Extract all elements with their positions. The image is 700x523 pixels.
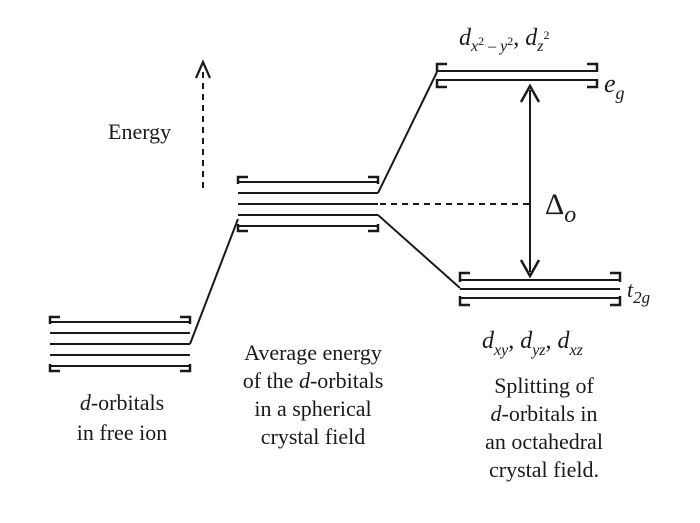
caption-line: in a spherical — [254, 396, 371, 421]
caption-line: Average energy — [244, 340, 382, 365]
connector-line — [377, 214, 461, 289]
bracket-corner — [180, 364, 192, 373]
eg-label: eg — [604, 69, 625, 103]
caption-line: d-orbitals in — [491, 401, 598, 426]
t2g-levels — [458, 271, 622, 307]
energy-label: Energy — [108, 119, 171, 144]
free-ion-levels — [48, 315, 192, 373]
eg-orbital-names: dx2 – y2, dz2 — [459, 25, 549, 55]
bracket-corner — [368, 175, 380, 184]
octahedral-caption: Splitting of d-orbitals in an octahedral… — [485, 373, 603, 482]
bracket-corner — [435, 62, 447, 72]
delta-o-label: Δo — [545, 188, 576, 228]
bracket-corner — [610, 271, 622, 282]
delta-arrow-head-up — [519, 83, 541, 103]
bracket-corner — [236, 224, 248, 233]
bracket-corner — [48, 364, 60, 373]
delta-arrow-head-down — [519, 259, 541, 279]
spherical-field-levels — [236, 175, 380, 233]
bracket-corner — [368, 224, 380, 233]
connector-line — [377, 71, 438, 194]
bracket-corner — [236, 175, 248, 184]
caption-line: in free ion — [77, 420, 167, 445]
bracket-corner — [435, 79, 447, 89]
free-ion-caption: d-orbitals in free ion — [77, 390, 167, 445]
t2g-orbital-names: dxy, dyz, dxz — [482, 328, 584, 359]
t2g-label: t2g — [627, 277, 650, 307]
energy-axis-arrowhead — [194, 59, 212, 79]
connector-line — [189, 218, 239, 345]
bracket-corner — [180, 315, 192, 324]
caption-line: d-orbitals — [80, 390, 164, 415]
caption-line: crystal field. — [489, 457, 599, 482]
caption-line: an octahedral — [485, 429, 603, 454]
bracket-corner — [587, 62, 599, 72]
spherical-caption: Average energy of the d-orbitals in a sp… — [243, 340, 384, 449]
caption-line: of the d-orbitals — [243, 368, 384, 393]
caption-line: Splitting of — [494, 373, 594, 398]
bracket-corner — [587, 79, 599, 89]
bracket-corner — [458, 296, 470, 307]
caption-line: crystal field — [261, 424, 365, 449]
eg-levels — [435, 62, 599, 89]
bracket-corner — [48, 315, 60, 324]
bracket-corner — [610, 296, 622, 307]
bracket-corner — [458, 271, 470, 282]
